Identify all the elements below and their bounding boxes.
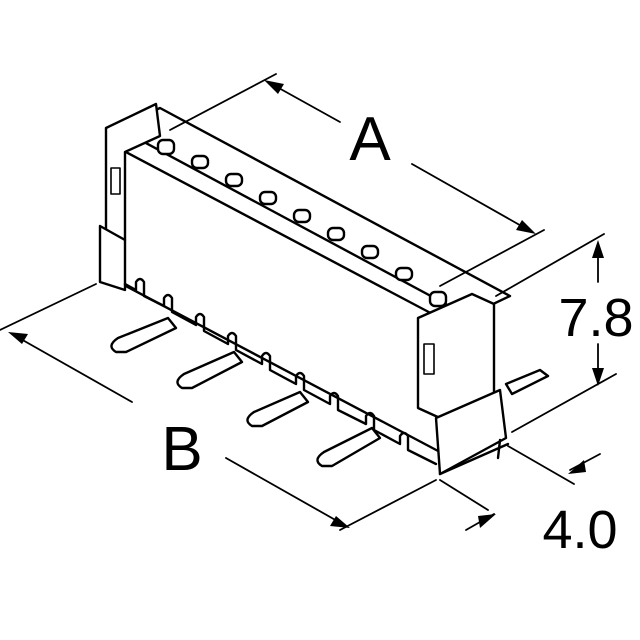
base-leg: [496, 438, 502, 460]
arrowhead: [264, 80, 284, 94]
left-foot: [98, 224, 127, 292]
extension-line: [339, 479, 437, 531]
dimension-line: [11, 333, 133, 403]
extension-line: [507, 445, 575, 485]
left-latch-window: [110, 167, 121, 195]
bottom-notches: [123, 277, 438, 466]
smt-lead: [316, 426, 382, 468]
pin-head: [394, 266, 414, 282]
arrowhead: [568, 460, 586, 474]
pin-head: [258, 190, 278, 206]
label-height: 7.8: [558, 288, 633, 348]
dimension-depth: 4.0: [439, 445, 618, 560]
extension-line: [439, 229, 545, 287]
smt-lead: [110, 316, 178, 354]
dimension-height: 7.8: [495, 233, 634, 433]
tail-pin: [504, 368, 550, 396]
pin-head: [360, 244, 380, 260]
extension-line: [439, 479, 489, 511]
arrowhead: [478, 514, 496, 528]
extension-line: [495, 233, 605, 297]
pin-head: [190, 154, 210, 170]
arrowhead: [8, 332, 28, 344]
label-b: B: [161, 415, 202, 484]
dimension-b: B: [0, 283, 437, 531]
arrowhead: [592, 240, 604, 258]
right-latch-window: [423, 343, 435, 375]
arrowhead: [330, 516, 350, 528]
connector-body: [98, 102, 550, 476]
pin-head: [292, 208, 312, 224]
arrowhead: [516, 220, 536, 234]
extension-line: [0, 283, 97, 331]
arrowhead: [592, 368, 604, 386]
dimension-line: [569, 453, 601, 471]
label-a: A: [349, 105, 391, 174]
pin-head: [156, 138, 176, 156]
smt-leads: [110, 316, 382, 468]
pin-head: [224, 172, 244, 188]
pin-heads: [156, 138, 448, 308]
pin-head: [326, 226, 346, 242]
smt-lead: [176, 350, 244, 390]
right-base: [434, 388, 508, 476]
dimension-a: A: [169, 73, 545, 287]
extension-line: [169, 73, 277, 131]
dimension-line: [411, 163, 533, 233]
base-edge: [438, 442, 510, 476]
label-depth: 4.0: [542, 500, 617, 560]
smt-lead: [246, 390, 310, 428]
pin-head: [428, 290, 448, 308]
dimension-line: [225, 457, 347, 527]
